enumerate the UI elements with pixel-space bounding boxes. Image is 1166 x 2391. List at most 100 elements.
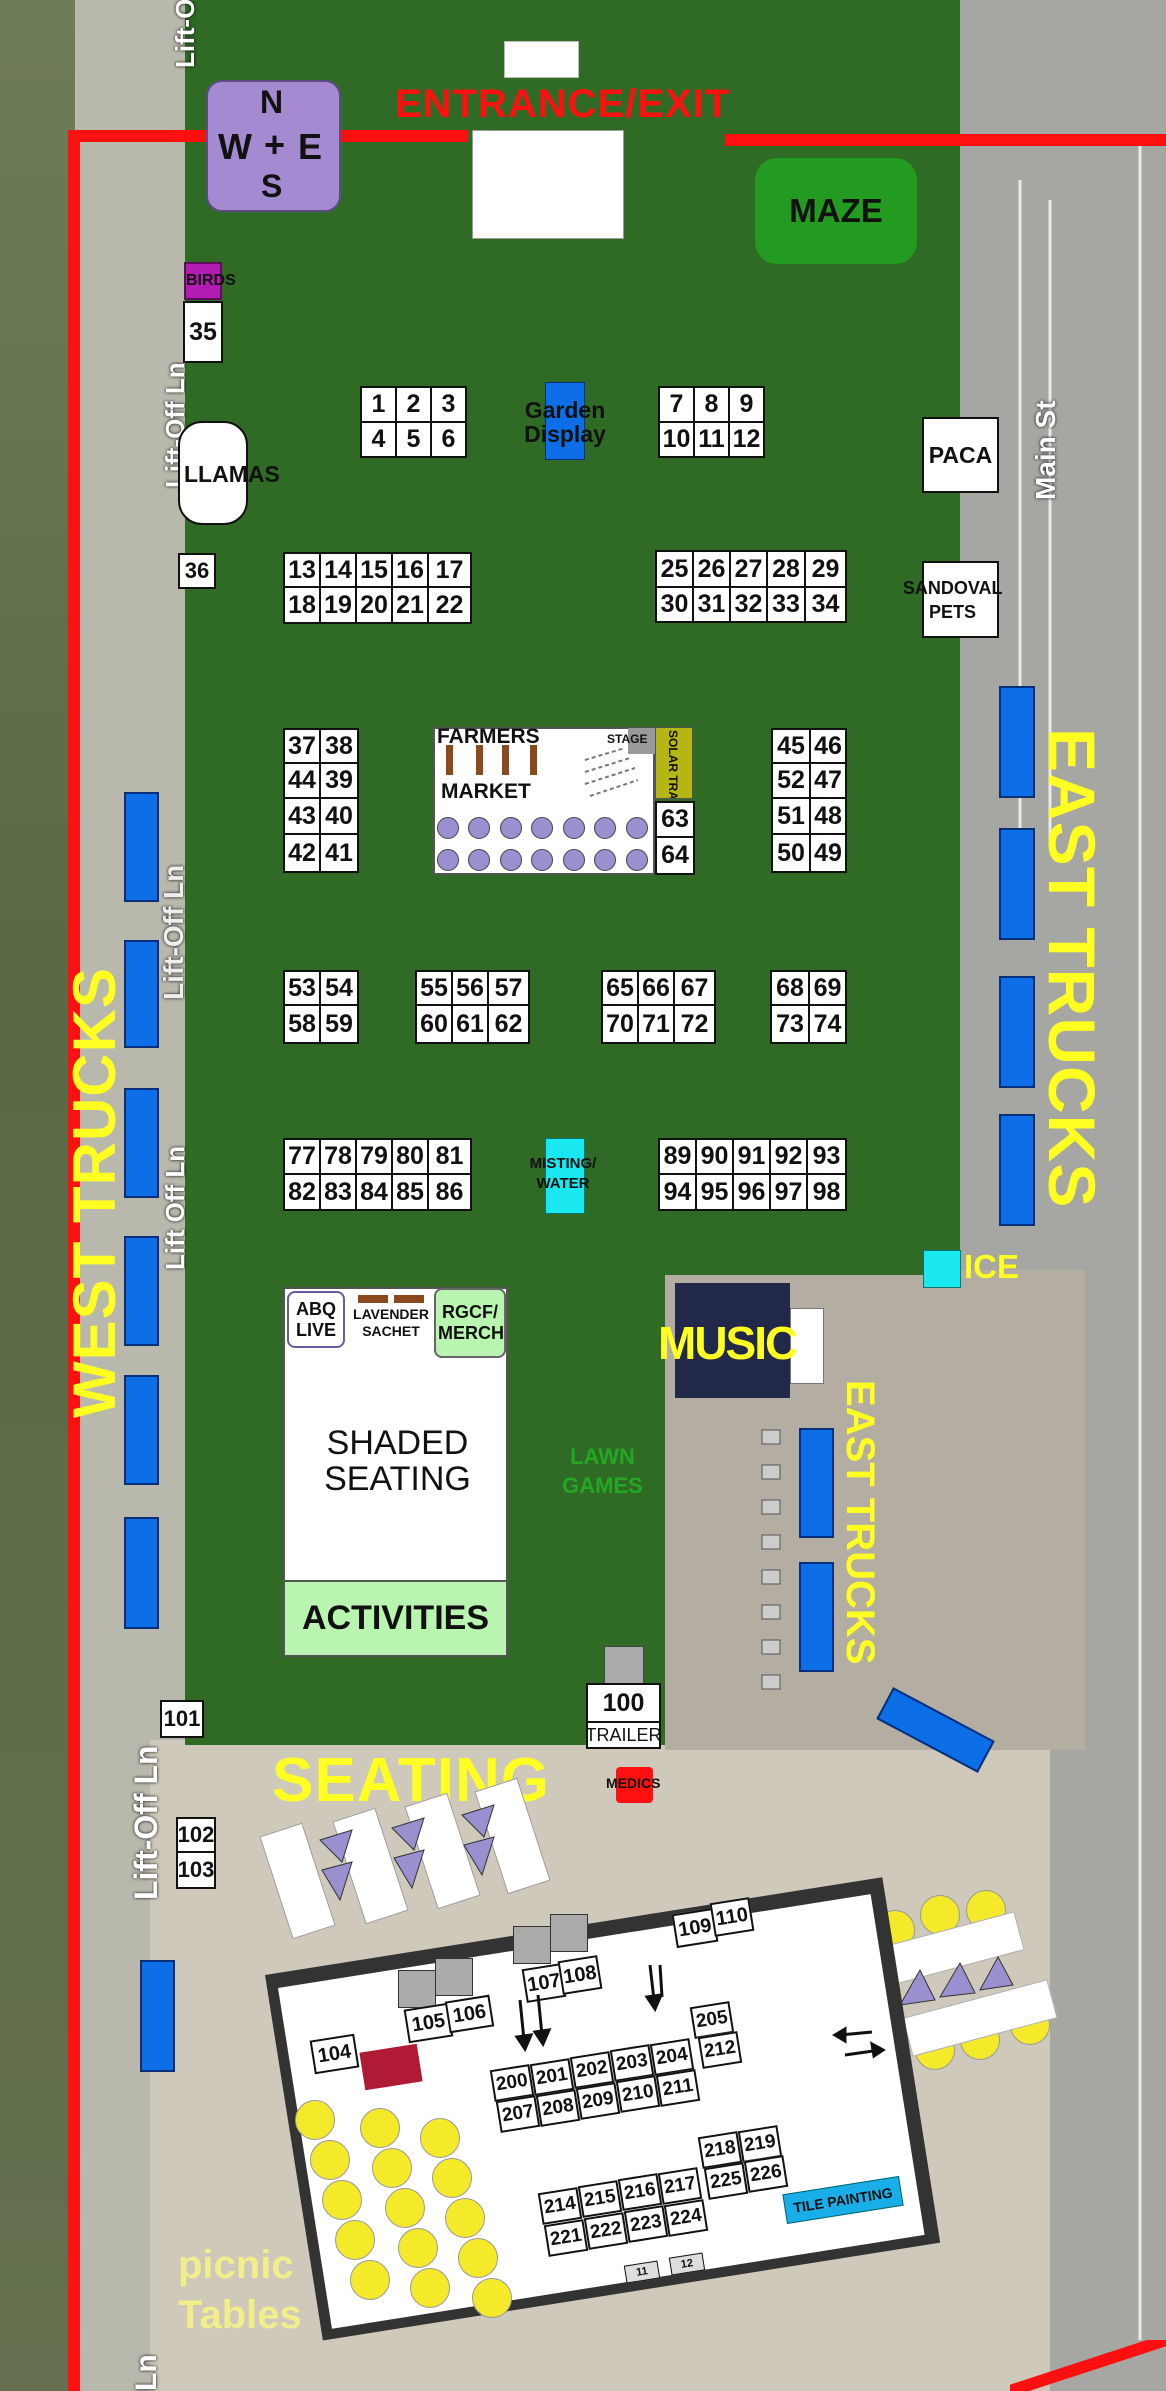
interior-umbrella-4 <box>335 2220 375 2260</box>
interior-umbrella-8 <box>385 2188 425 2228</box>
booth-1: 1 <box>360 386 397 423</box>
interior-umbrella-10 <box>410 2268 450 2308</box>
booth-84: 84 <box>355 1173 393 1211</box>
medics-label: MEDICS <box>606 1775 661 1791</box>
booth-20: 20 <box>355 586 393 624</box>
east-truck-5 <box>799 1428 834 1538</box>
booth-4: 4 <box>360 421 397 458</box>
east-truck-1 <box>999 686 1035 798</box>
east-truck-4 <box>999 1114 1035 1226</box>
interior-umbrella-6 <box>360 2108 400 2148</box>
solar-trailer-label: SOLAR TRAILER <box>666 730 680 799</box>
booth-32: 32 <box>729 586 768 623</box>
booth-68: 68 <box>770 970 810 1006</box>
booth-110: 110 <box>709 1897 755 1937</box>
booth-106-top <box>435 1958 473 1996</box>
market-table-10 <box>500 849 522 871</box>
booth-35: 35 <box>183 301 223 363</box>
booth-15: 15 <box>355 552 393 588</box>
west-truck-3 <box>124 1088 159 1198</box>
llamas-label: LLAMAS <box>184 461 280 487</box>
stage-platform <box>628 728 655 754</box>
seating-umbrellas <box>319 1804 495 1902</box>
booth-98: 98 <box>806 1173 847 1211</box>
booth-72: 72 <box>673 1004 716 1044</box>
booth-19: 19 <box>319 586 357 624</box>
booth-91: 91 <box>732 1138 771 1175</box>
east-truck-3 <box>999 976 1035 1088</box>
market-table-9 <box>468 849 490 871</box>
booth-54: 54 <box>319 970 359 1006</box>
west-truck-4 <box>124 1236 159 1346</box>
lavender-sachet-label: LAVENDER SACHET <box>353 1306 429 1339</box>
booth-18: 18 <box>283 586 321 624</box>
booth-103: 103 <box>176 1851 216 1889</box>
booth-226: 226 <box>743 2155 789 2193</box>
booth-9: 9 <box>728 386 765 423</box>
stage-label: STAGE <box>607 732 648 746</box>
market-table-6 <box>594 817 616 839</box>
booth-16: 16 <box>391 552 429 588</box>
booth-224: 224 <box>663 2199 709 2237</box>
misting-water-label: MISTING/ WATER <box>529 1155 597 1192</box>
trailer-label: TRAILER <box>585 1724 662 1745</box>
booth-222: 222 <box>583 2212 629 2250</box>
compass-cross: + <box>264 124 286 165</box>
booth-49: 49 <box>809 833 847 873</box>
booth-225: 225 <box>703 2162 749 2200</box>
booth-27: 27 <box>729 550 768 588</box>
booth-40: 40 <box>319 797 359 835</box>
booth-66: 66 <box>637 970 675 1006</box>
birds-booth: BIRDS <box>184 262 236 300</box>
market-stall-1 <box>446 745 453 775</box>
booth-11: 11 <box>693 421 730 458</box>
west-boundary-line <box>68 130 80 2391</box>
booth-73: 73 <box>770 1004 810 1044</box>
music-tent <box>675 1283 790 1398</box>
interior-umbrella-14 <box>458 2238 498 2278</box>
abq-live-label: ABQ LIVE <box>296 1298 337 1340</box>
booth-56: 56 <box>451 970 489 1006</box>
booth-83: 83 <box>319 1173 357 1211</box>
booth-105-top <box>398 1970 436 2008</box>
booth-53: 53 <box>283 970 321 1006</box>
solar-trailer: SOLAR TRAILER <box>655 727 693 799</box>
market-table-2 <box>468 817 490 839</box>
paca-booth: PACA <box>922 417 999 493</box>
west-truck-6 <box>124 1517 159 1629</box>
booth-86: 86 <box>427 1173 472 1211</box>
booth-14: 14 <box>319 552 357 588</box>
booth-50: 50 <box>771 833 811 873</box>
booth-42: 42 <box>283 833 321 873</box>
trailer-label-box: TRAILER <box>585 1721 662 1749</box>
market-table-3 <box>500 817 522 839</box>
booth-69: 69 <box>808 970 847 1006</box>
west-truck-7 <box>140 1960 175 2072</box>
booth-44: 44 <box>283 762 321 799</box>
walkway-markers <box>761 1429 781 1690</box>
booth-67: 67 <box>673 970 716 1006</box>
road-label-lift-off-top: Lift-Off <box>170 0 200 68</box>
music-label: MUSIC <box>658 1317 798 1369</box>
booth-26: 26 <box>692 550 731 588</box>
compass-rose: N W + E S <box>206 80 341 212</box>
booth-80: 80 <box>391 1138 429 1175</box>
booth-60: 60 <box>415 1004 453 1044</box>
west-truck-5 <box>124 1375 159 1485</box>
sandoval-pets-booth: SANDOVAL PETS <box>903 561 1003 638</box>
market-table-11 <box>531 849 553 871</box>
booth-6: 6 <box>430 421 467 458</box>
booth-58: 58 <box>283 1004 321 1044</box>
road-label-main-st: Main St <box>1030 400 1061 500</box>
ice-station <box>923 1250 961 1288</box>
west-trucks-label: WEST TRUCKS <box>61 967 128 1418</box>
east-truck-2 <box>999 828 1035 940</box>
booth-94: 94 <box>658 1173 697 1211</box>
sandoval-pets-label: SANDOVAL PETS <box>902 577 1003 622</box>
booth-13: 13 <box>283 552 321 588</box>
booth-104: 104 <box>309 2033 360 2075</box>
compass-n: N <box>260 84 284 120</box>
misting-water-station <box>545 1138 585 1214</box>
booth-96: 96 <box>732 1173 771 1211</box>
booth-89: 89 <box>658 1138 697 1175</box>
